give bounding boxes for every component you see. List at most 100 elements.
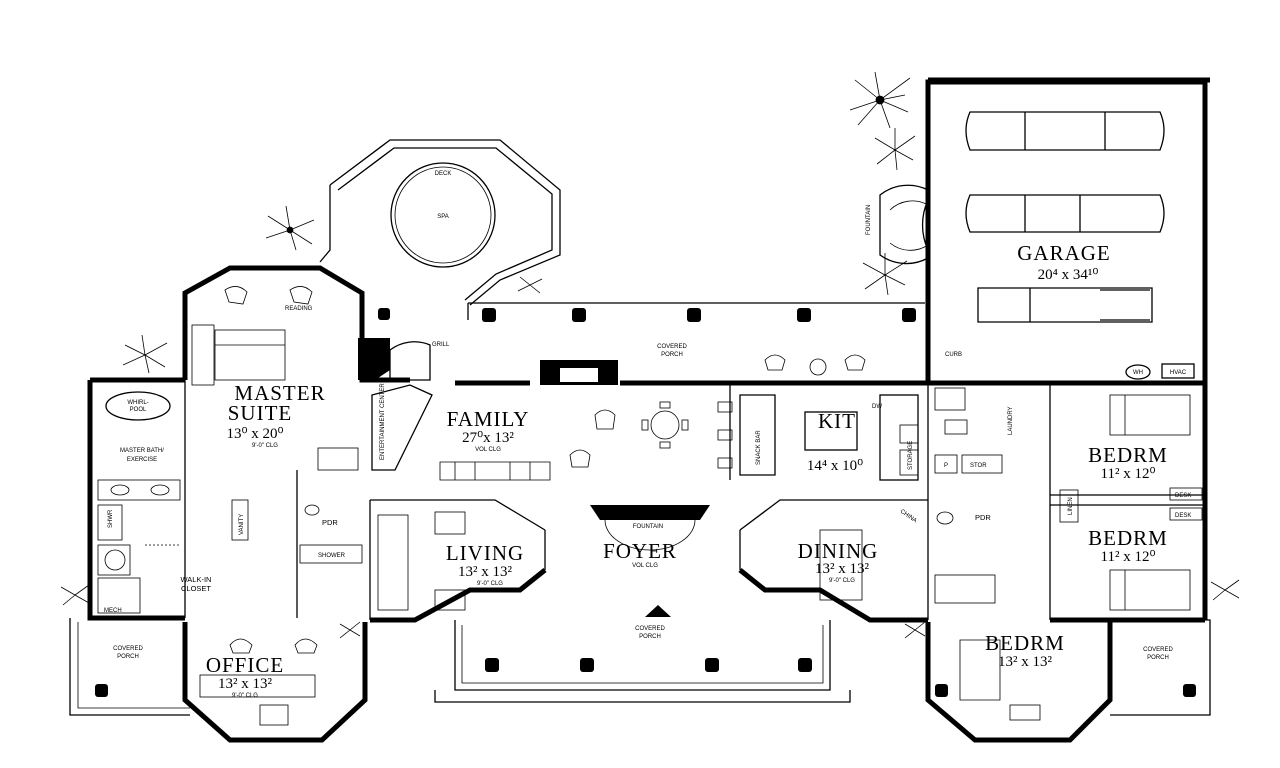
sofa-icon — [439, 461, 551, 481]
master-bath-label-1: MASTER BATH/ — [120, 448, 164, 454]
right-porch: COVERED PORCH — [935, 619, 1211, 716]
spa-label: SPA — [437, 214, 449, 220]
bed-icon — [1109, 569, 1191, 611]
dining-dim: 13² x 13² — [815, 561, 869, 577]
garage-label: GARAGE — [1017, 241, 1111, 265]
plant-icon — [1210, 579, 1240, 601]
stor-label: STOR — [970, 463, 987, 469]
entry-arrow-icon — [645, 605, 671, 617]
bedrm-ne-label: BEDRM — [1088, 443, 1168, 467]
storage-label: STORAGE — [908, 441, 914, 470]
bedroom-ne: BEDRM 11² x 12⁰ DESK — [1088, 394, 1203, 501]
reading-label: READING — [285, 306, 313, 312]
fountain-side: FOUNTAIN — [866, 184, 929, 265]
right-porch-label-2: PORCH — [1147, 655, 1169, 661]
family-room: FAMILY 27⁰x 13² VOL CLG — [439, 401, 689, 481]
plant-icon — [122, 334, 168, 374]
bedrm-s-label: BEDRM — [985, 631, 1065, 655]
kit-dim: 14⁴ x 10⁰ — [807, 458, 863, 474]
hvac-label: HVAC — [1170, 370, 1187, 376]
bedrm-s-dim: 13² x 13² — [998, 654, 1052, 670]
master-suite: READING MASTER SUITE 13⁰ x 20⁰ 9'-0" CLG — [191, 286, 359, 471]
office-label: OFFICE — [206, 653, 284, 677]
dining-room: DINING 13² x 13² 9'-0" CLG CHINA — [798, 509, 918, 601]
deck-label: DECK — [435, 171, 452, 177]
foyer-note: VOL CLG — [632, 563, 658, 569]
dining-note: 9'-0" CLG — [829, 578, 855, 584]
plant-icon — [517, 276, 543, 294]
p-label: P — [944, 463, 948, 469]
shwr-label: SHWR — [108, 509, 114, 528]
living-note: 9'-0" CLG — [477, 581, 503, 587]
grill: GRILL — [389, 341, 450, 381]
grill-label: GRILL — [432, 342, 450, 348]
landscaping — [60, 71, 1240, 639]
snack-bar-label: SNACK BAR — [756, 430, 762, 465]
pdr-east-label: PDR — [975, 513, 991, 522]
bedroom-e: DESK LINEN BEDRM 11² x 12⁰ — [1059, 489, 1203, 611]
bedrm-e-label: BEDRM — [1088, 526, 1168, 550]
foyer-label: FOYER — [603, 539, 677, 563]
plant-icon — [265, 205, 315, 251]
fireplace-master — [358, 338, 390, 380]
west-powder: PDR SHOWER — [299, 504, 363, 564]
spa-tub — [390, 162, 496, 268]
car-icon — [977, 287, 1153, 323]
east-powder: PDR — [934, 511, 996, 604]
rear-porch: COVERED PORCH — [378, 302, 925, 376]
master-note: 9'-0" CLG — [252, 443, 278, 449]
master-label-1: MASTER — [234, 381, 325, 405]
shower-label: SHOWER — [318, 553, 346, 559]
left-porch: COVERED PORCH — [69, 618, 190, 716]
walkin-label-2: CLOSET — [181, 584, 211, 593]
patio-furniture — [764, 354, 866, 376]
left-porch-label-2: PORCH — [117, 654, 139, 660]
curb-label: CURB — [945, 352, 962, 358]
office-note: 9'-0" CLG — [232, 693, 258, 699]
car-icon — [965, 111, 1165, 151]
office-dim: 13² x 13² — [218, 676, 272, 692]
right-porch-label-1: COVERED — [1143, 647, 1173, 653]
vanity-label: VANITY — [239, 514, 245, 535]
entertainment-center: ENTERTAINMENT CENTER — [371, 383, 433, 471]
car-icon — [965, 194, 1165, 233]
foyer: FOUNTAIN FOYER VOL CLG — [590, 505, 710, 569]
plant-icon — [862, 253, 908, 296]
china-label: CHINA — [899, 509, 918, 525]
family-label: FAMILY — [447, 407, 530, 431]
dining-label: DINING — [798, 539, 879, 563]
left-porch-label-1: COVERED — [113, 646, 143, 652]
pdr-west-label: PDR — [322, 518, 338, 527]
master-bath-label-2: EXERCISE — [127, 457, 157, 463]
entertainment-label: ENTERTAINMENT CENTER — [380, 383, 386, 460]
fireplace-family — [540, 360, 618, 385]
office: OFFICE 13² x 13² 9'-0" CLG — [199, 638, 318, 726]
bedrm-ne-dim: 11² x 12⁰ — [1101, 466, 1156, 482]
kit-label: KIT — [818, 409, 856, 433]
bedrm-e-dim: 11² x 12⁰ — [1101, 549, 1156, 565]
mech-label: MECH — [104, 608, 122, 614]
svg-text:POOL: POOL — [130, 407, 147, 413]
whirlpool-tub — [105, 391, 171, 421]
linen-label: LINEN — [1068, 497, 1074, 515]
laundry-label: LAUNDRY — [1008, 406, 1014, 435]
whirlpool-label: WHIRL- — [127, 400, 148, 406]
dining-table-icon — [641, 401, 689, 449]
plant-icon — [339, 621, 361, 639]
bedroom-s: BEDRM 13² x 13² — [959, 631, 1065, 721]
laundry: LAUNDRY P STOR — [934, 387, 1014, 474]
rear-porch-label-1: COVERED — [657, 344, 687, 350]
front-porch-label-1: COVERED — [635, 626, 665, 632]
fountain-side-label: FOUNTAIN — [866, 205, 872, 235]
garage-dim: 20⁴ x 34¹⁰ — [1038, 267, 1099, 283]
front-porch: COVERED PORCH — [434, 605, 851, 703]
desk1-label: DESK — [1175, 493, 1191, 499]
master-bath: WHIRL- POOL MASTER BATH/ EXERCISE SHWR M… — [97, 391, 249, 614]
living-label: LIVING — [446, 541, 524, 565]
plant-icon — [874, 128, 916, 171]
wh-label: WH — [1133, 370, 1143, 376]
plant-icon — [60, 584, 90, 606]
kitchen: SNACK BAR KIT 14⁴ x 10⁰ DW STORAGE — [717, 394, 919, 481]
plant-icon — [904, 621, 926, 639]
